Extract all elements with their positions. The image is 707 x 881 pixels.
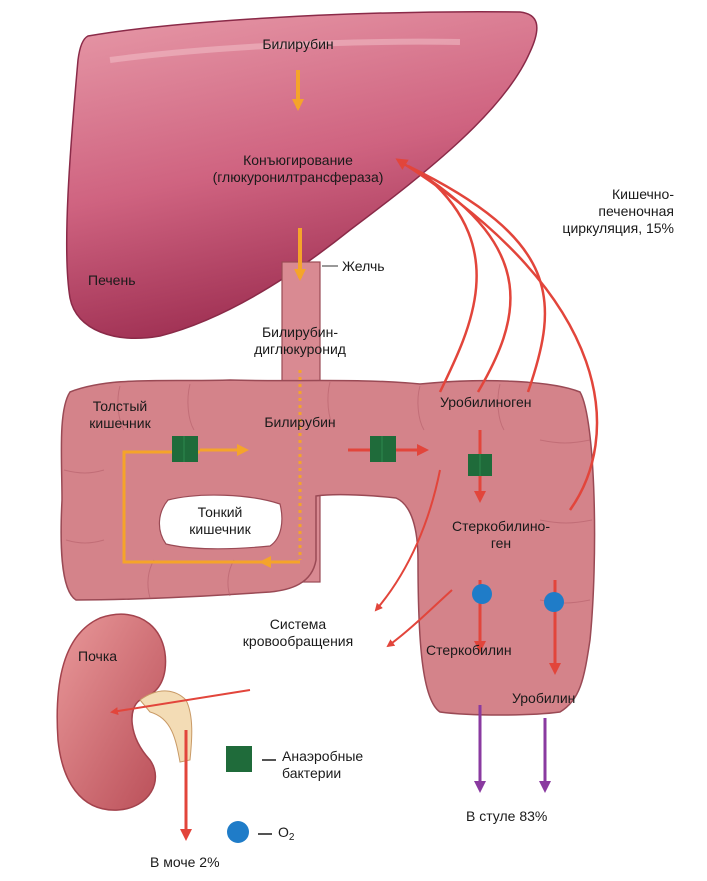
label-legend-bacteria: Анаэробные бактерии — [282, 748, 363, 782]
label-circulation-line1: Система — [269, 616, 327, 632]
kidney-shape — [56, 613, 167, 811]
label-urine: В моче 2% — [150, 854, 220, 870]
label-small-intestine: Тонкий кишечник — [160, 504, 280, 538]
oxygen-circle — [544, 592, 564, 612]
label-stercobilin: Стеркобилин — [426, 642, 512, 658]
label-stercobilinogen-line2: ген — [490, 535, 512, 551]
arrow-to-circulation-1 — [374, 469, 441, 612]
label-legend-bacteria-line1: Анаэробные — [282, 748, 364, 764]
label-bilirubin-top: Билирубин — [262, 36, 334, 52]
liver-shape — [65, 11, 538, 339]
label-urobilinogen: Уробилиноген — [440, 394, 532, 410]
label-circulation: Система кровообращения — [218, 616, 378, 650]
label-conjugation-line2: (глюкуронилтрансфераза) — [212, 169, 384, 185]
label-bile: Желчь — [342, 258, 385, 274]
ureter — [139, 690, 193, 763]
label-legend-oxygen: O2 — [278, 824, 294, 846]
label-diglucuronide-line2: диглюкуронид — [254, 341, 346, 357]
label-legend-oxygen-sub: 2 — [288, 832, 295, 843]
label-kidney: Почка — [78, 648, 118, 664]
label-legend-bacteria-line2: бактерии — [282, 765, 342, 781]
bacteria-square — [172, 436, 198, 462]
legend-oxygen-swatch — [227, 821, 249, 843]
enterohepatic-curves — [395, 158, 599, 511]
label-large-intestine-line2: кишечник — [89, 415, 151, 431]
label-enterohepatic-line2: печеночная — [598, 203, 674, 219]
label-circulation-line2: кровообращения — [242, 633, 354, 649]
label-urobilin: Уробилин — [512, 690, 576, 706]
bacteria-square — [370, 436, 396, 462]
oxygen-circle — [472, 584, 492, 604]
intestine-shape — [60, 379, 596, 716]
label-large-intestine-line1: Толстый — [92, 398, 148, 414]
label-bilirubin-mid: Билирубин — [264, 414, 336, 430]
label-stercobilinogen: Стеркобилино- ген — [426, 518, 576, 552]
arrow-to-circulation-2 — [386, 589, 453, 648]
label-stool: В стуле 83% — [466, 808, 548, 824]
label-enterohepatic: Кишечно- печеночная циркуляция, 15% — [540, 186, 674, 237]
label-enterohepatic-line1: Кишечно- — [611, 186, 674, 202]
label-diglucuronide-line1: Билирубин- — [261, 324, 338, 340]
label-legend-oxygen-main: O — [278, 824, 289, 840]
label-enterohepatic-line3: циркуляция, 15% — [562, 220, 674, 236]
label-conjugation-line1: Конъюгирование — [243, 152, 353, 168]
arrow-to-kidney — [110, 689, 251, 716]
small-intestine-shape — [158, 494, 283, 550]
label-large-intestine: Толстый кишечник — [70, 398, 170, 432]
label-small-intestine-line1: Тонкий — [197, 504, 243, 520]
label-small-intestine-line2: кишечник — [189, 521, 251, 537]
label-conjugation: Конъюгирование (глюкуронилтрансфераза) — [178, 152, 418, 186]
label-diglucuronide: Билирубин- диглюкуронид — [230, 324, 370, 358]
label-stercobilinogen-line1: Стеркобилино- — [451, 518, 550, 534]
orange-loop — [122, 450, 300, 564]
label-liver: Печень — [88, 272, 136, 288]
legend-bacteria-swatch — [226, 746, 252, 772]
